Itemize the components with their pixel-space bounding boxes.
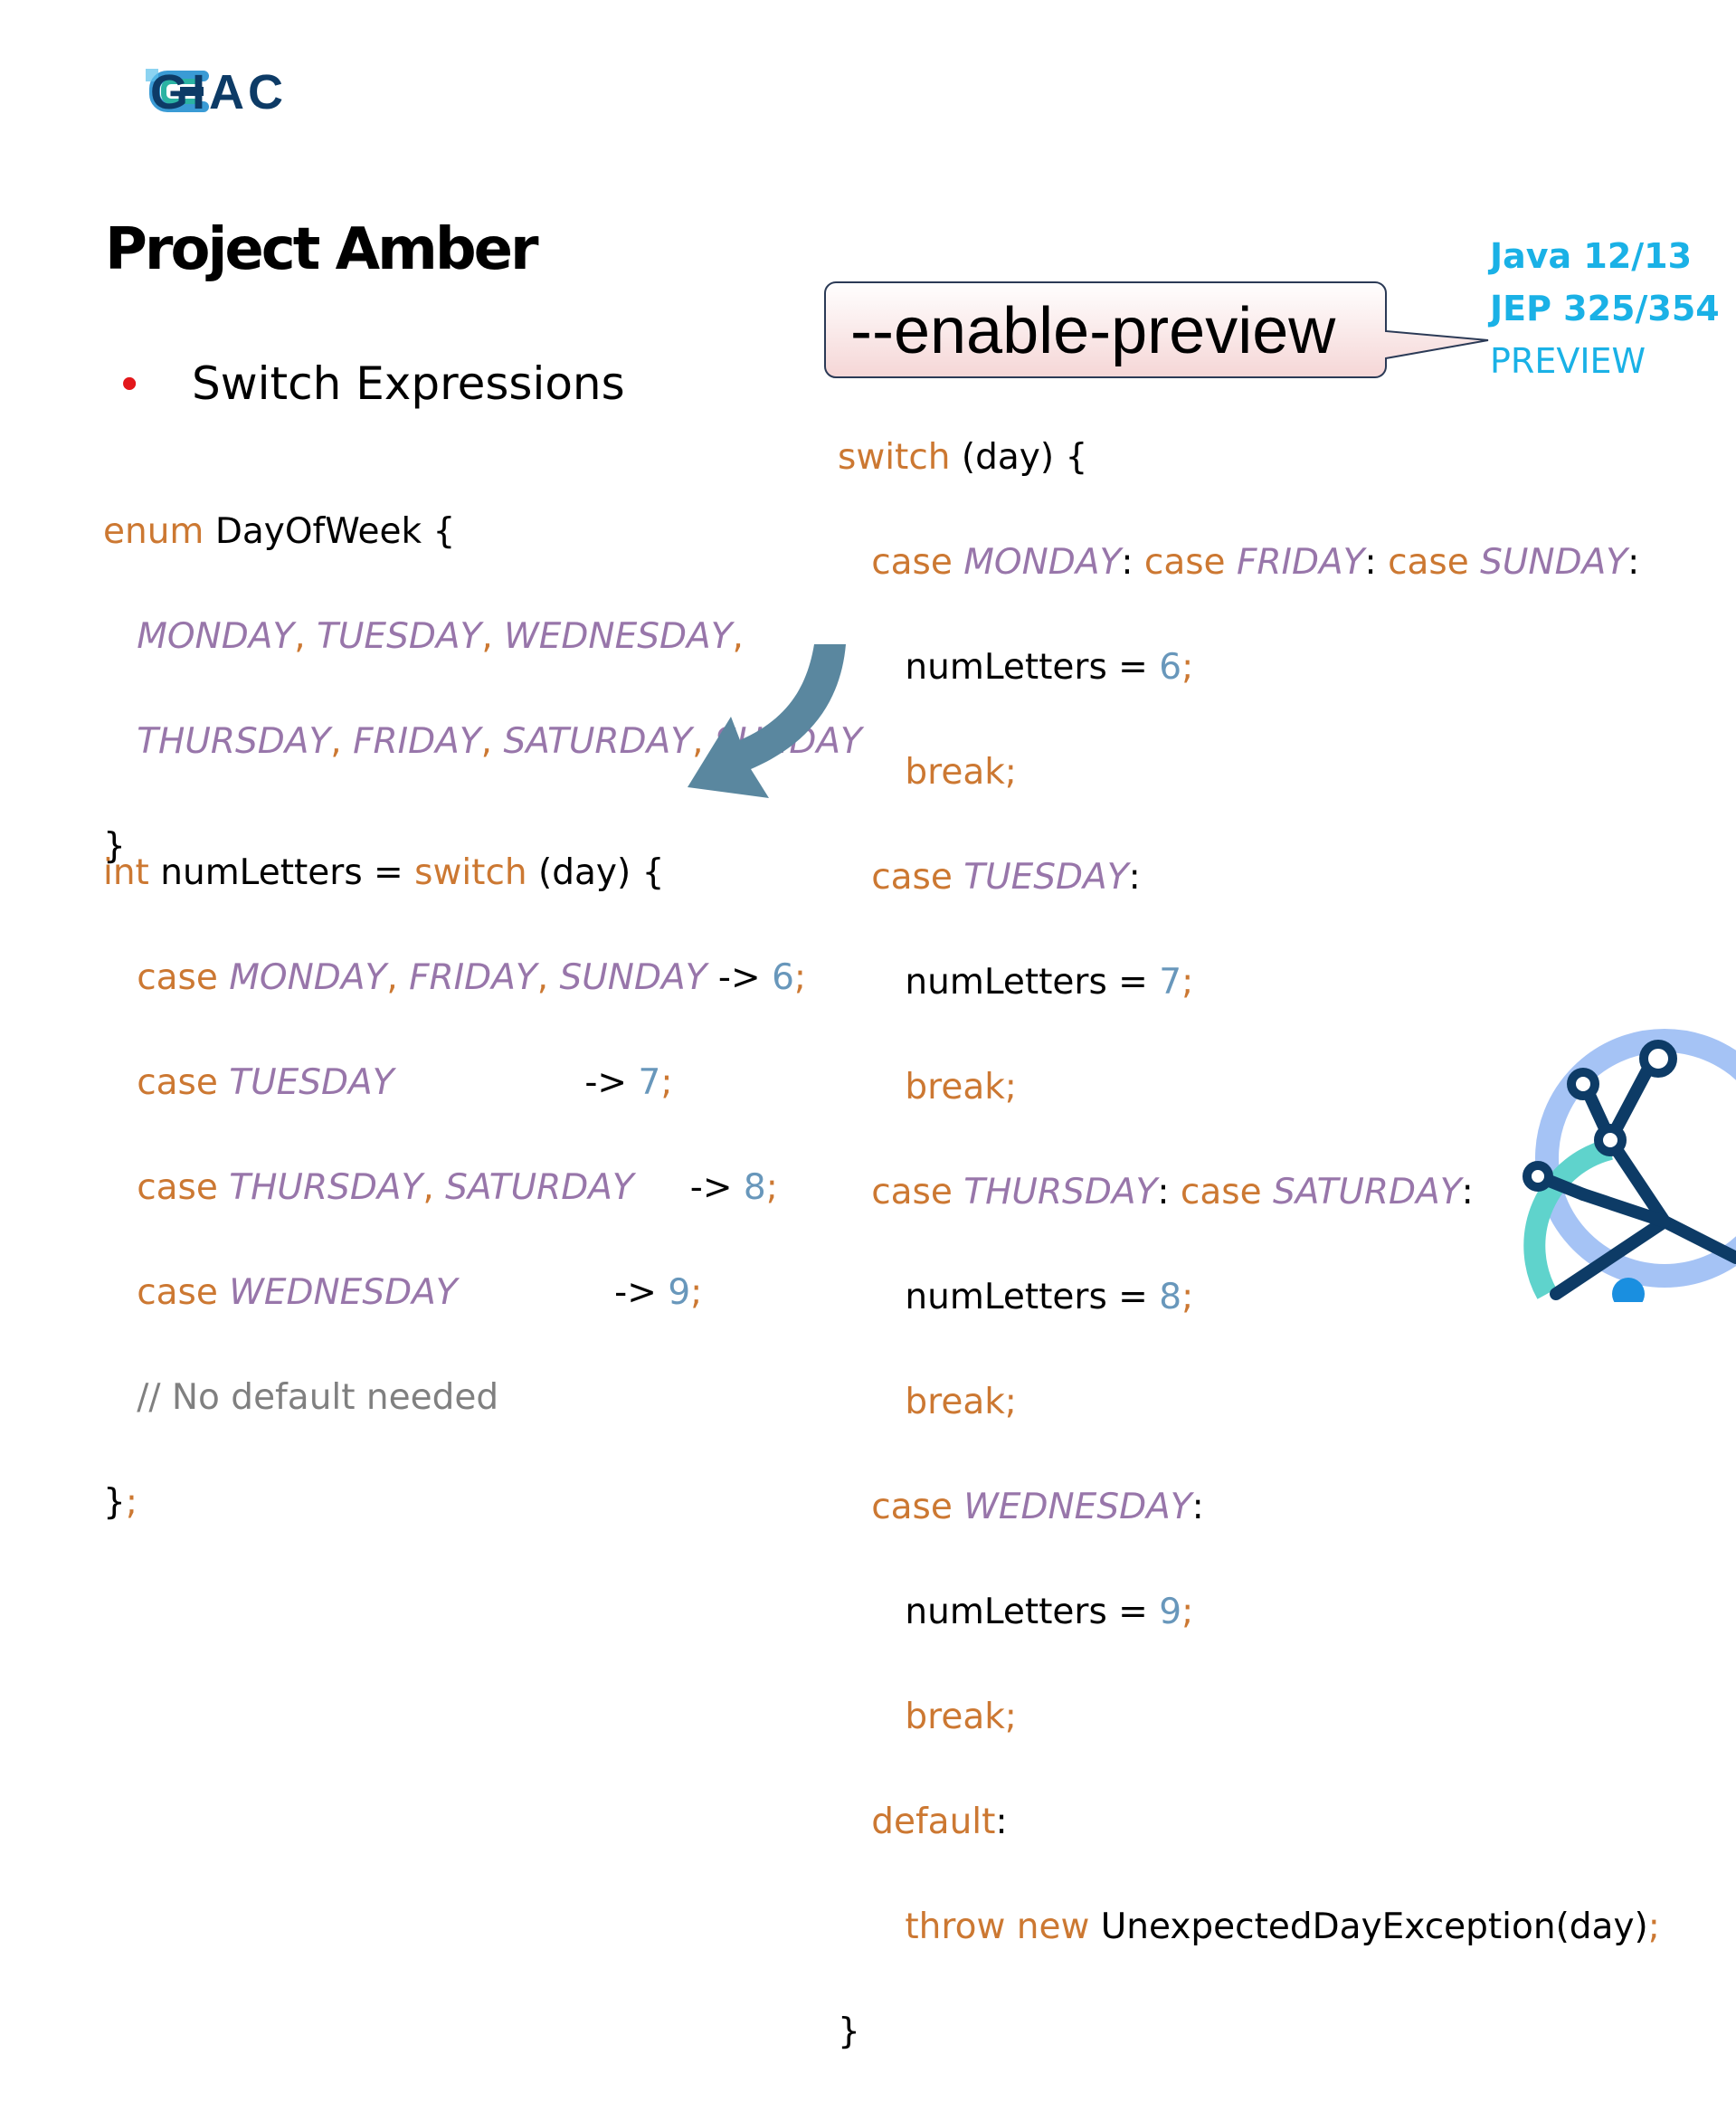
code-line: } [838, 2011, 860, 2052]
curved-arrow-icon [688, 644, 846, 798]
code-line: break; [905, 752, 1017, 793]
java-version-note: Java 12/13 JEP 325/354 PREVIEW [1490, 230, 1720, 387]
code-line: int numLetters = switch (day) { [103, 852, 665, 893]
code-line: case TUESDAY -> 7; [137, 1062, 673, 1103]
code-line: numLetters = 6; [905, 647, 1194, 688]
logo-text: GIAC [150, 65, 287, 119]
code-line: case WEDNESDAY -> 9; [137, 1272, 703, 1313]
code-line: break; [905, 1697, 1017, 1737]
code-line: // No default needed [137, 1377, 499, 1418]
code-line: break; [905, 1382, 1017, 1422]
code-line: break; [905, 1067, 1017, 1108]
code-line: } [103, 826, 126, 867]
code-line: case MONDAY: case FRIDAY: case SUNDAY: [871, 542, 1640, 583]
bullet-text: Switch Expressions [192, 357, 625, 410]
decorative-network-graphic [1523, 1029, 1736, 1302]
slide-title: Project Amber [105, 216, 539, 283]
code-line: case MONDAY, FRIDAY, SUNDAY -> 6; [137, 957, 807, 998]
code-line: throw new UnexpectedDayException(day); [905, 1907, 1660, 1947]
enum-code-block: enum DayOfWeek { MONDAY, TUESDAY, WEDNES… [103, 453, 862, 926]
giac-logo-mark [146, 69, 209, 112]
java-version: Java 12/13 [1490, 236, 1693, 276]
code-line: default: [871, 1802, 1008, 1842]
code-line: numLetters = 9; [905, 1592, 1194, 1632]
switch-expression-code-block: int numLetters = switch (day) { case MON… [103, 794, 806, 1582]
preview-label: PREVIEW [1490, 341, 1646, 381]
code-line: case WEDNESDAY: [871, 1487, 1204, 1527]
jep-number: JEP 325/354 [1490, 289, 1720, 328]
code-line: case TUESDAY: [871, 857, 1141, 898]
code-line: switch (day) { [838, 437, 1088, 478]
code-line: case THURSDAY, SATURDAY -> 8; [137, 1167, 778, 1208]
code-line: }; [103, 1482, 138, 1523]
code-line: case THURSDAY: case SATURDAY: [871, 1172, 1474, 1212]
callout-text: --enable-preview [850, 295, 1336, 367]
bullet-dot: • [121, 357, 138, 410]
code-line: MONDAY, TUESDAY, WEDNESDAY, [137, 616, 744, 657]
code-line: numLetters = 7; [905, 962, 1194, 1003]
code-line: enum DayOfWeek { [103, 511, 456, 552]
